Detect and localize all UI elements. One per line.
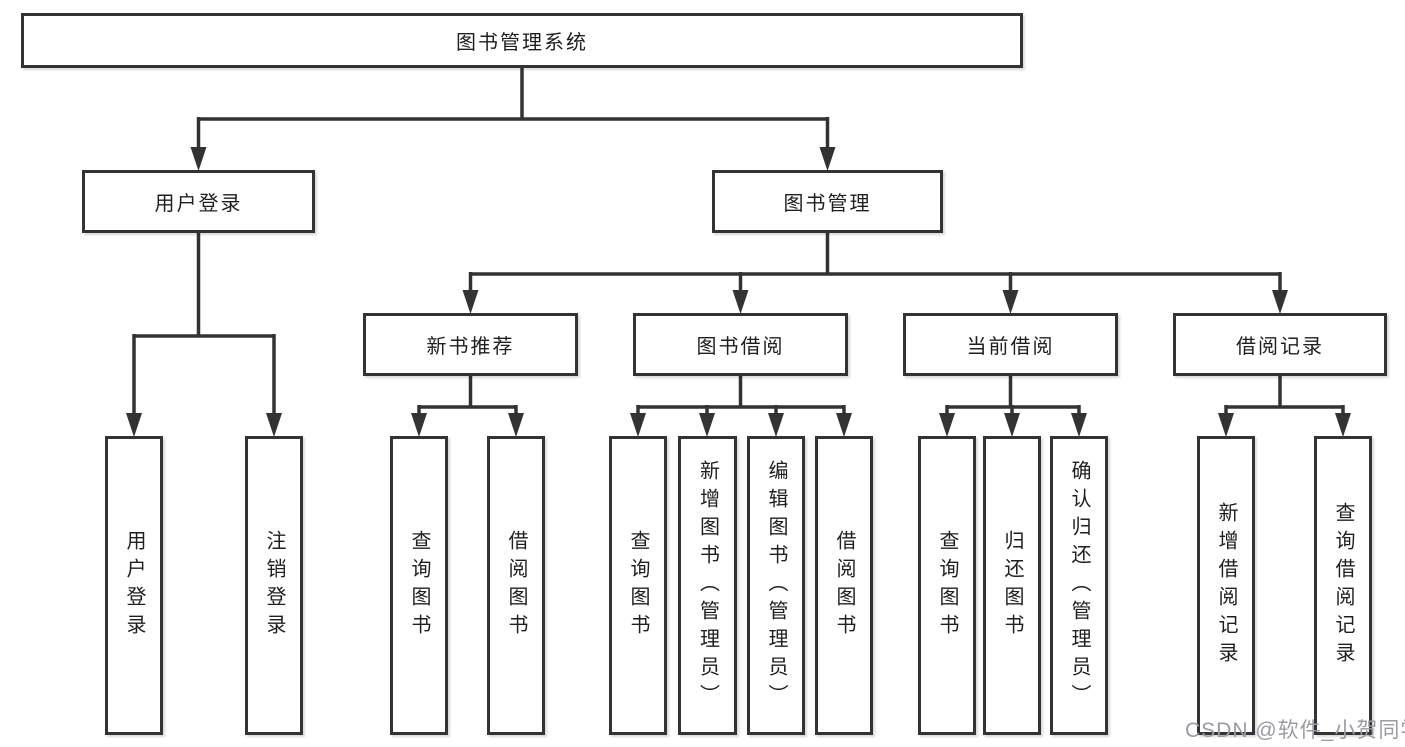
- node-label: 当前借阅: [966, 336, 1055, 358]
- node-label: 新书推荐: [426, 336, 515, 358]
- arrow-down-icon: [939, 413, 955, 437]
- arrow-down-icon: [836, 413, 852, 437]
- leaf-user-login: 用户登录: [105, 436, 163, 735]
- leaf-label: 借阅图书: [505, 529, 527, 642]
- node-new-book-recommendation: 新书推荐: [363, 313, 578, 376]
- node-current-borrowing: 当前借阅: [903, 313, 1118, 376]
- arrow-down-icon: [508, 413, 524, 437]
- arrow-down-icon: [1071, 413, 1087, 437]
- arrow-down-icon: [1218, 413, 1234, 437]
- leaf-label: 注销登录: [263, 529, 285, 642]
- node-label: 借阅记录: [1236, 336, 1324, 358]
- watermark: CSDN @软件_小贺同学: [1185, 719, 1405, 742]
- leaf-edit-book-admin: 编辑图书（管理员）: [747, 436, 805, 735]
- leaf-label: 查询借阅记录: [1332, 501, 1354, 670]
- leaf-label: 编辑图书（管理员）: [765, 459, 787, 712]
- arrow-down-icon: [732, 290, 749, 314]
- node-label: 图书管理系统: [456, 32, 588, 54]
- arrow-down-icon: [1002, 290, 1019, 314]
- leaf-borrow-book: 借阅图书: [487, 436, 545, 735]
- leaf-label: 新增借阅记录: [1215, 501, 1237, 670]
- arrow-down-icon: [126, 413, 142, 437]
- leaf-borrow-book-2: 借阅图书: [815, 436, 873, 735]
- arrow-down-icon: [266, 413, 282, 437]
- leaf-add-book-admin: 新增图书（管理员）: [678, 436, 737, 735]
- arrow-down-icon: [190, 147, 207, 171]
- arrow-down-icon: [1272, 290, 1288, 314]
- node-label: 图书管理: [783, 193, 872, 215]
- leaf-add-borrow-record: 新增借阅记录: [1197, 436, 1255, 735]
- leaf-query-book: 查询图书: [390, 436, 448, 735]
- leaf-label: 归还图书: [1001, 529, 1023, 642]
- arrow-down-icon: [630, 413, 646, 437]
- node-book-management: 图书管理: [712, 170, 943, 233]
- leaf-label: 查询图书: [936, 529, 958, 642]
- node-user-login: 用户登录: [82, 170, 315, 233]
- node-label: 用户登录: [154, 193, 243, 215]
- leaf-return-book: 归还图书: [983, 436, 1041, 735]
- node-library-management-system: 图书管理系统: [21, 13, 1023, 68]
- leaf-query-book-3: 查询图书: [918, 436, 976, 735]
- node-book-borrowing: 图书借阅: [633, 313, 848, 376]
- leaf-label: 借阅图书: [833, 529, 855, 642]
- leaf-logout: 注销登录: [245, 436, 303, 735]
- node-borrowing-records: 借阅记录: [1173, 313, 1387, 376]
- arrow-down-icon: [462, 290, 479, 314]
- arrow-down-icon: [768, 413, 784, 437]
- leaf-query-borrow-record: 查询借阅记录: [1314, 436, 1372, 735]
- arrow-down-icon: [699, 413, 715, 437]
- leaf-label: 用户登录: [123, 529, 145, 642]
- leaf-label: 新增图书（管理员）: [696, 459, 719, 712]
- arrow-down-icon: [1335, 413, 1351, 437]
- leaf-label: 确认归还（管理员）: [1068, 459, 1090, 712]
- arrow-down-icon: [411, 413, 427, 437]
- leaf-label: 查询图书: [627, 529, 649, 642]
- leaf-confirm-return-admin: 确认归还（管理员）: [1050, 436, 1108, 735]
- leaf-query-book-2: 查询图书: [609, 436, 667, 735]
- node-label: 图书借阅: [696, 336, 785, 358]
- arrow-down-icon: [819, 147, 836, 171]
- arrow-down-icon: [1004, 413, 1020, 437]
- leaf-label: 查询图书: [408, 529, 430, 642]
